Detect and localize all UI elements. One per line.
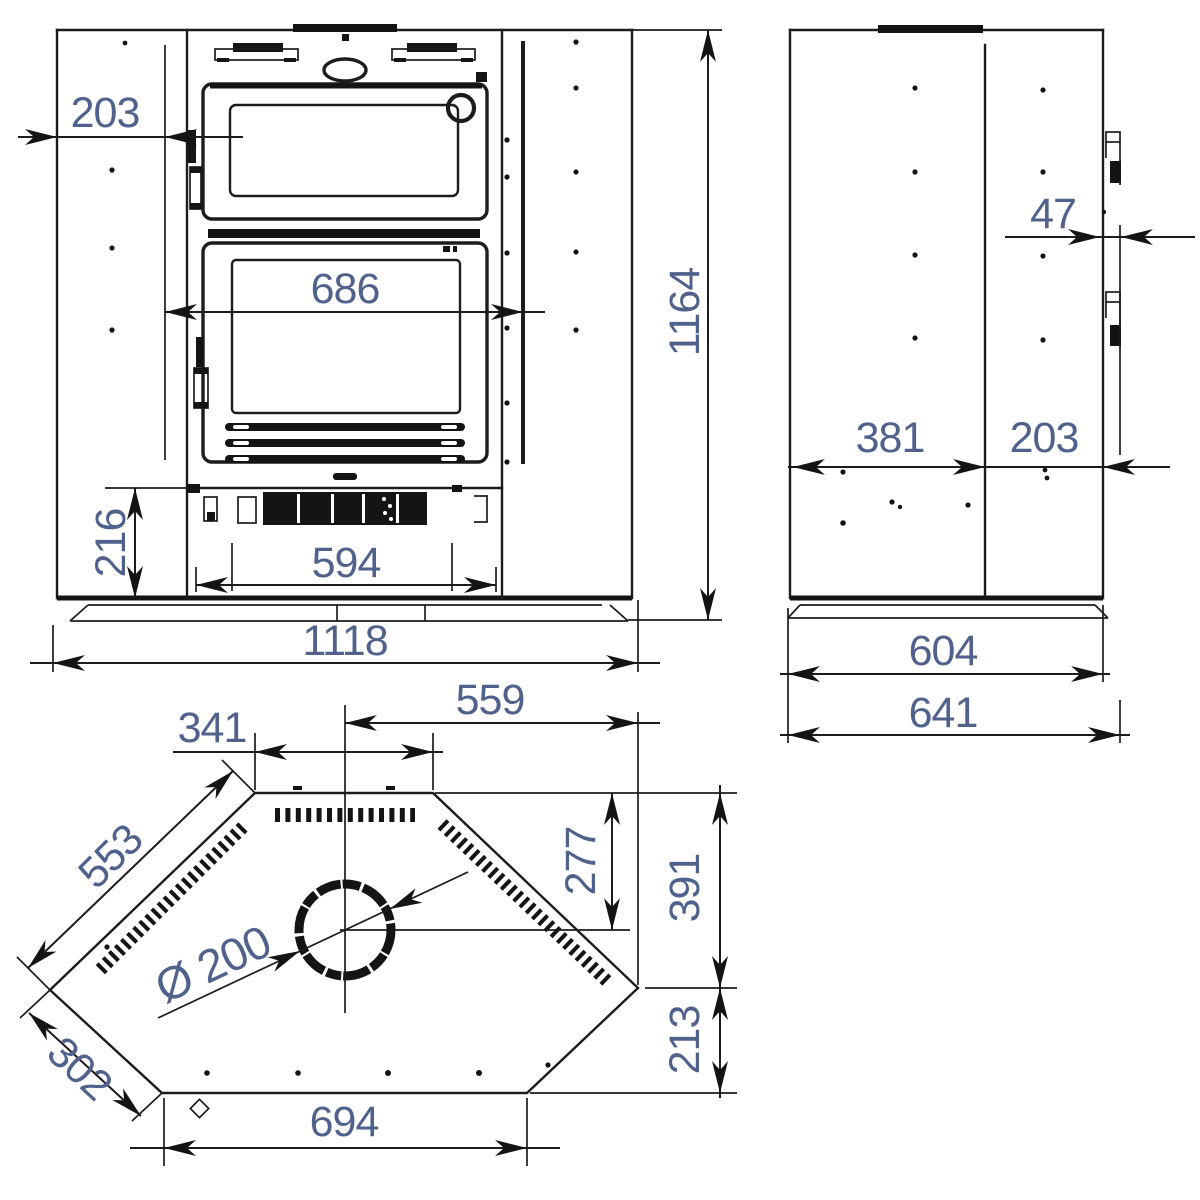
- front-top-vents: [214, 43, 476, 83]
- side-view: 47 381 203 604 641: [780, 25, 1195, 743]
- dim-top-559: 559: [345, 676, 660, 985]
- dim-label: 559: [456, 676, 525, 724]
- dim-front-width-1118: 1118: [30, 600, 660, 672]
- dim-label: 216: [87, 509, 135, 578]
- dim-front-grille-594: 594: [195, 539, 497, 593]
- upper-oven-door: [188, 72, 489, 221]
- upper-hinge: [188, 130, 196, 163]
- dim-top-back-341: 341: [173, 704, 443, 790]
- upper-door-glass: [228, 103, 460, 198]
- dim-top-flue-depth-277: 277: [435, 792, 737, 930]
- leveling-foot-diamond: [189, 1098, 210, 1119]
- top-lid-bump: [293, 24, 397, 32]
- dim-side-overall-641: 641: [780, 689, 1130, 743]
- dim-label: 203: [71, 89, 140, 137]
- lower-hinge: [196, 337, 204, 367]
- dim-label: 1164: [661, 268, 709, 357]
- side-body-outline: [788, 25, 1105, 601]
- dim-label: 391: [661, 854, 709, 923]
- dim-top-flue-diameter: Ø 200: [147, 871, 469, 1019]
- dim-front-firebox-686: 686: [165, 265, 545, 320]
- dim-side-gap-47: 47: [1005, 190, 1195, 455]
- side-lid-bump: [878, 25, 983, 33]
- dim-label: 341: [178, 704, 247, 752]
- dim-label: 594: [312, 539, 381, 587]
- wall-hook-lower: [1105, 291, 1121, 347]
- dim-top-diagonal-302: 302: [19, 989, 163, 1122]
- flue-cap-oval: [322, 57, 368, 83]
- front-lower-section: [185, 484, 504, 591]
- dim-top-right-391-213: 391 213: [530, 785, 737, 1098]
- dim-front-lower-216: 216: [87, 487, 190, 598]
- dim-label: 47: [1030, 190, 1076, 238]
- dim-label: 553: [69, 815, 152, 898]
- dim-label: 686: [311, 265, 380, 313]
- door-air-slats: [225, 423, 465, 463]
- dim-label: 694: [310, 1098, 379, 1146]
- dim-label: Ø 200: [147, 915, 278, 1013]
- lower-firebox-door: [193, 241, 489, 480]
- plan-dots: [104, 944, 551, 1076]
- louver-row-right: [437, 819, 613, 987]
- wall-hook-upper: [1105, 131, 1121, 185]
- dim-side-381-203: 381 203: [788, 414, 1170, 475]
- front-base: [69, 604, 629, 622]
- dim-label: 1118: [302, 617, 387, 665]
- dim-label: 641: [909, 689, 978, 737]
- dim-label: 302: [38, 1028, 121, 1110]
- front-view: 203 686 216 594 1: [18, 24, 722, 672]
- dim-label: 604: [909, 627, 978, 675]
- dim-front-panel-203: 203: [18, 89, 243, 145]
- dim-side-body-604: 604: [780, 605, 1110, 743]
- dim-label: 203: [1010, 414, 1079, 462]
- dim-top-front-694: 694: [130, 1098, 560, 1166]
- side-screw-dots: [840, 85, 1107, 526]
- between-doors-band: [208, 229, 480, 238]
- dim-label: 213: [661, 1006, 709, 1075]
- control-grille: [263, 492, 427, 525]
- top-view: 341 559 553 302: [16, 676, 737, 1166]
- side-base: [787, 604, 1109, 619]
- door-knob: [445, 92, 477, 124]
- dim-label: 381: [856, 414, 925, 462]
- dim-front-height-1164: 1164: [628, 29, 722, 621]
- door-latch-mark: [476, 72, 487, 82]
- lower-door-glass: [230, 258, 462, 415]
- front-screw-dots: [109, 39, 579, 465]
- flue-circle: [294, 879, 396, 981]
- dim-label: 277: [557, 827, 605, 896]
